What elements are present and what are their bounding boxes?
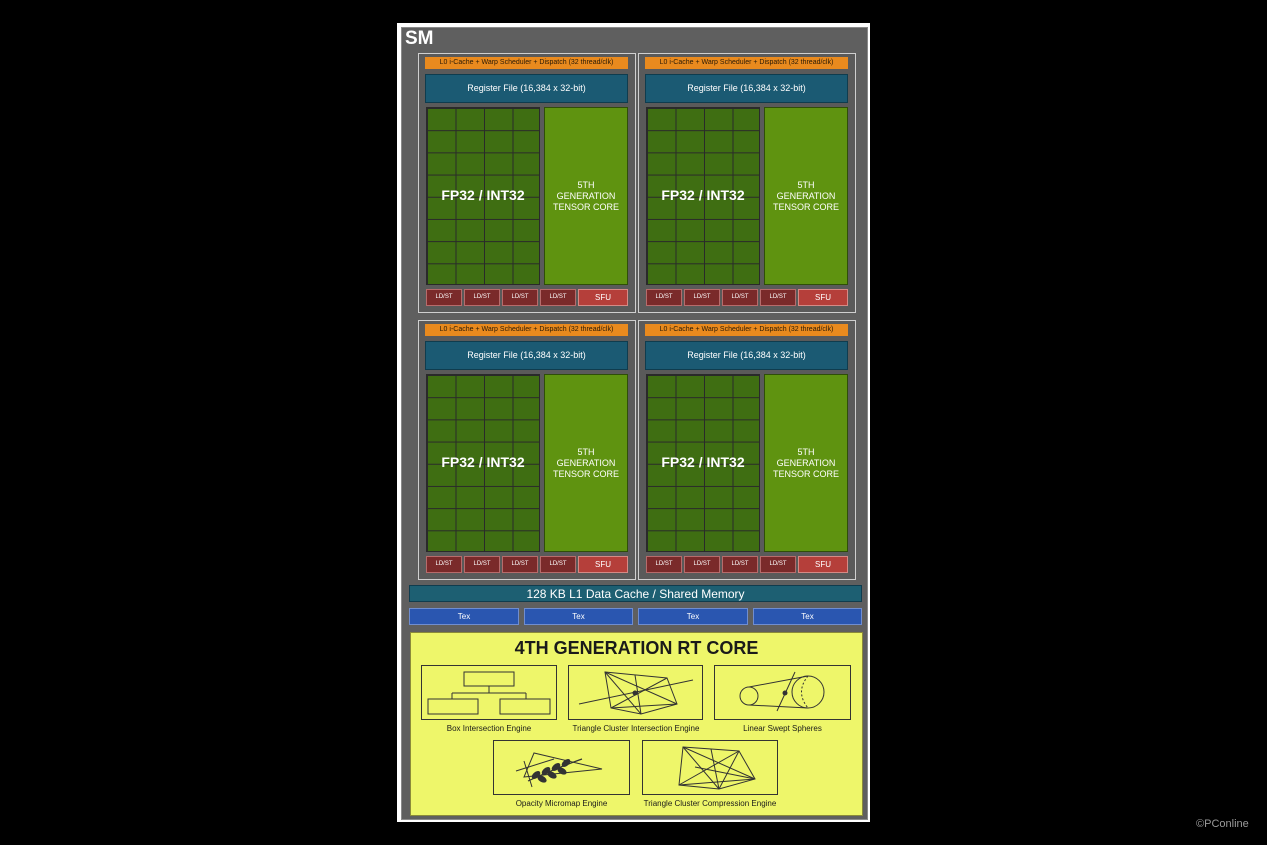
tensor-core-label: 5TH — [577, 179, 595, 190]
tensor-core-label: TENSOR CORE — [552, 201, 619, 212]
engine-label: Triangle Cluster Intersection Engine — [572, 724, 700, 733]
pconline-logo-icon: © — [1196, 818, 1205, 830]
linear-swept-spheres-icon — [739, 671, 825, 712]
ldst-unit: LD/ST — [684, 289, 720, 306]
tensor-core-label: GENERATION — [556, 457, 616, 468]
tex-unit: Tex — [753, 608, 862, 625]
warp-scheduler-bar: L0 i-Cache + Warp Scheduler + Dispatch (… — [645, 324, 848, 336]
tensor-core-label: TENSOR CORE — [772, 201, 839, 212]
ldst-unit: LD/ST — [760, 556, 796, 573]
fp32-int32-label: FP32 / INT32 — [441, 454, 525, 470]
sm-title: SM — [405, 28, 434, 49]
box-intersection-engine — [421, 665, 557, 720]
opacity-micromap-engine — [493, 740, 630, 795]
fp32-int32-cores — [426, 374, 540, 552]
l1-data-cache: 128 KB L1 Data Cache / Shared Memory — [409, 585, 862, 602]
tensor-core-label: GENERATION — [776, 190, 836, 201]
watermark: ©PConline — [1196, 818, 1249, 830]
tensor-core-label: TENSOR CORE — [772, 468, 839, 479]
fp32-int32-label: FP32 / INT32 — [661, 187, 745, 203]
fp32-int32-cores — [426, 107, 540, 285]
tex-unit: Tex — [409, 608, 519, 625]
register-file: Register File (16,384 x 32-bit) — [425, 74, 628, 103]
tensor-core-label: 5TH — [797, 446, 815, 457]
ldst-unit: LD/ST — [426, 556, 462, 573]
ldst-unit: LD/ST — [426, 289, 462, 306]
box-intersection-icon — [427, 671, 551, 715]
engine-label: Triangle Cluster Compression Engine — [643, 799, 777, 808]
warp-scheduler-bar: L0 i-Cache + Warp Scheduler + Dispatch (… — [645, 57, 848, 69]
fp32-int32-cores — [646, 374, 760, 552]
tensor-core-label: TENSOR CORE — [552, 468, 619, 479]
tensor-core-label: 5TH — [577, 446, 595, 457]
triangle-cluster-intersection-icon — [578, 671, 694, 715]
ldst-unit: LD/ST — [540, 289, 576, 306]
rt-core-title: 4TH GENERATION RT CORE — [514, 638, 759, 658]
tensor-core-label: GENERATION — [556, 190, 616, 201]
register-file: Register File (16,384 x 32-bit) — [425, 341, 628, 370]
ldst-unit: LD/ST — [722, 556, 758, 573]
rt-core-block — [410, 632, 863, 816]
engine-label: Opacity Micromap Engine — [515, 799, 608, 808]
warp-scheduler-bar: L0 i-Cache + Warp Scheduler + Dispatch (… — [425, 324, 628, 336]
register-file: Register File (16,384 x 32-bit) — [645, 341, 848, 370]
engine-label: Linear Swept Spheres — [743, 724, 822, 733]
triangle-cluster-intersection-engine — [568, 665, 703, 720]
ldst-unit: LD/ST — [464, 556, 500, 573]
opacity-micromap-icon — [515, 752, 603, 788]
fp32-int32-cores — [646, 107, 760, 285]
sfu-unit: SFU — [798, 289, 848, 306]
ldst-unit: LD/ST — [540, 556, 576, 573]
ldst-unit: LD/ST — [760, 289, 796, 306]
sfu-unit: SFU — [578, 289, 628, 306]
fp32-int32-label: FP32 / INT32 — [661, 454, 745, 470]
sfu-unit: SFU — [798, 556, 848, 573]
tensor-core-label: 5TH — [797, 179, 815, 190]
tensor-core-label: GENERATION — [776, 457, 836, 468]
engine-label: Box Intersection Engine — [446, 724, 532, 733]
tex-unit: Tex — [524, 608, 633, 625]
ldst-unit: LD/ST — [502, 289, 538, 306]
ldst-unit: LD/ST — [684, 556, 720, 573]
ldst-unit: LD/ST — [464, 289, 500, 306]
ldst-unit: LD/ST — [646, 289, 682, 306]
tex-unit: Tex — [638, 608, 748, 625]
triangle-cluster-compression-engine — [642, 740, 778, 795]
triangle-cluster-compression-icon — [678, 746, 756, 790]
ldst-unit: LD/ST — [502, 556, 538, 573]
sfu-unit: SFU — [578, 556, 628, 573]
fp32-int32-label: FP32 / INT32 — [441, 187, 525, 203]
watermark-text: PConline — [1204, 818, 1249, 830]
register-file: Register File (16,384 x 32-bit) — [645, 74, 848, 103]
warp-scheduler-bar: L0 i-Cache + Warp Scheduler + Dispatch (… — [425, 57, 628, 69]
ldst-unit: LD/ST — [722, 289, 758, 306]
ldst-unit: LD/ST — [646, 556, 682, 573]
linear-swept-spheres-engine — [714, 665, 851, 720]
